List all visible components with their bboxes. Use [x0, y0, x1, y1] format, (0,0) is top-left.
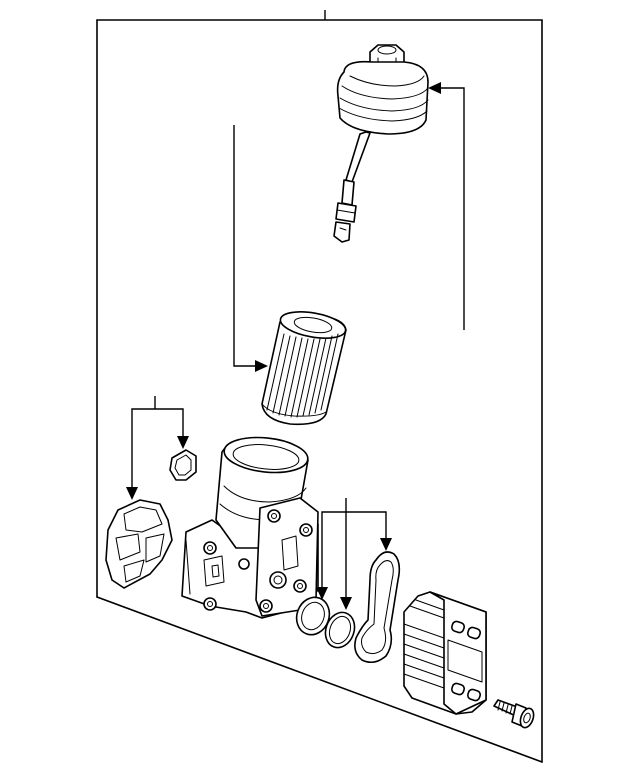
gasket-callout-bracket [126, 396, 189, 500]
arrowhead-icon [316, 587, 328, 600]
filter-cap-icon [333, 44, 429, 243]
arrowhead-icon [428, 82, 441, 94]
filter-callout-line [233, 125, 256, 367]
housing-gasket-icon [105, 499, 173, 589]
arrowhead-icon [177, 436, 189, 449]
cap-callout-line [440, 87, 465, 330]
o-rings-icon [295, 596, 356, 649]
o-ring-callout-bracket [316, 498, 392, 610]
filter-element-icon [261, 311, 347, 426]
oil-cooler-icon [403, 591, 487, 715]
arrowhead-icon [340, 597, 352, 610]
small-seal-icon [169, 449, 197, 481]
cooler-gasket-icon [354, 551, 401, 664]
arrowhead-icon [126, 487, 138, 500]
arrowhead-icon [380, 538, 392, 551]
bolt-icon [493, 699, 535, 729]
filter-housing-icon [181, 436, 319, 619]
assembly-boundary [96, 10, 543, 763]
arrowhead-icon [255, 360, 268, 372]
